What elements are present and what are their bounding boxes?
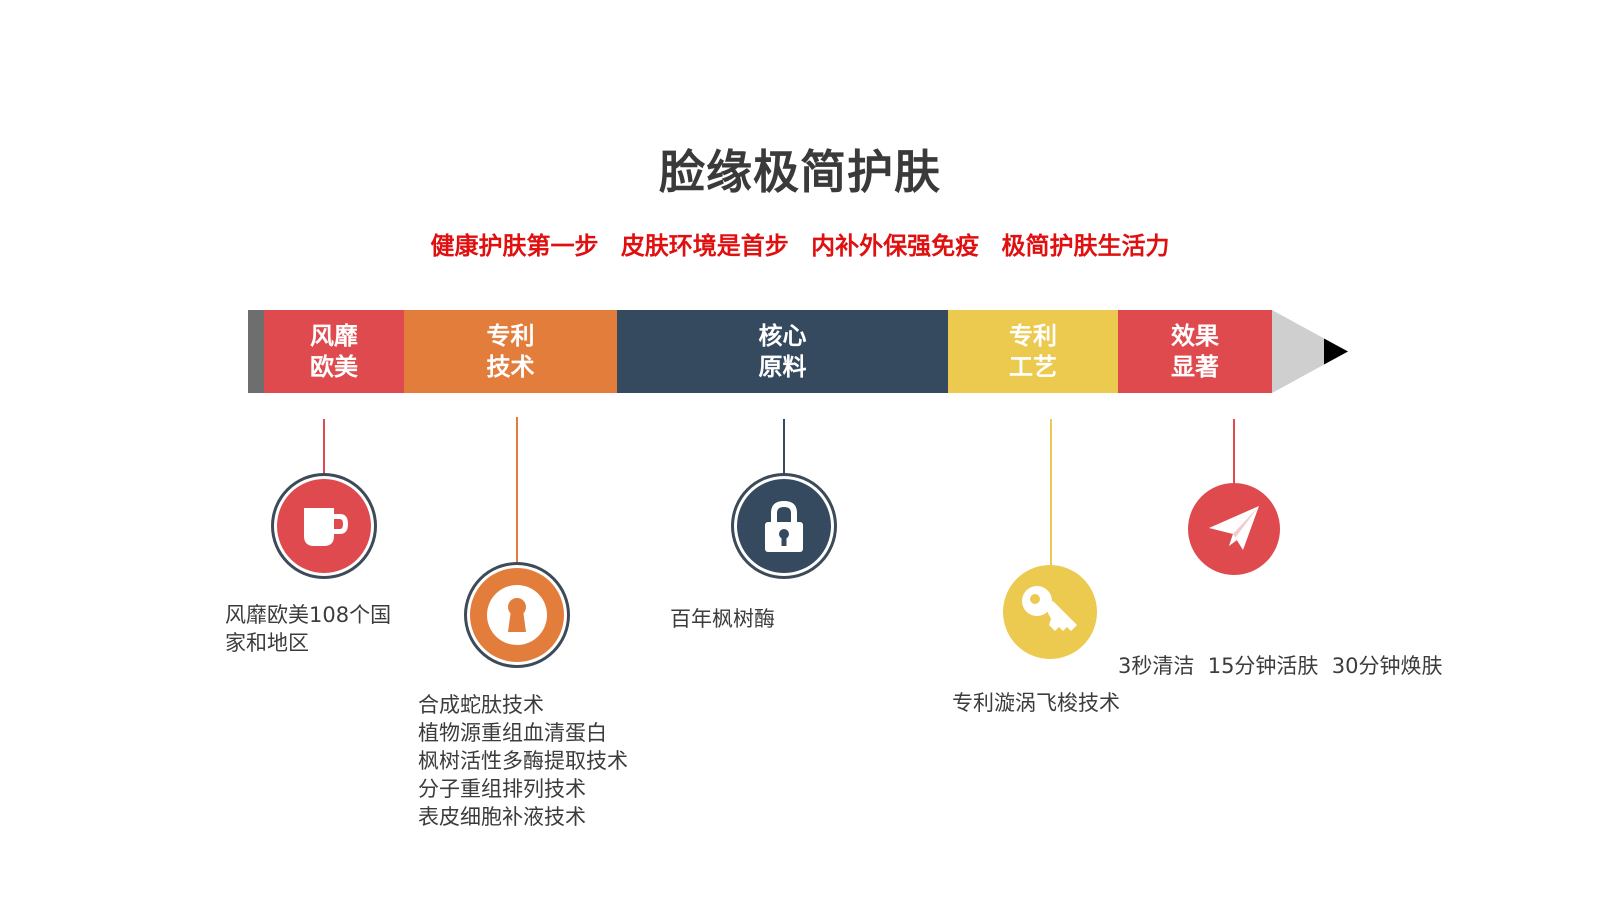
- keyhole-icon: [487, 585, 547, 645]
- desc-significant-effect: 3秒清洁 15分钟活肤 30分钟焕肤: [1118, 596, 1443, 708]
- segment-label-line: 核心: [758, 321, 807, 350]
- slogan-2: 皮肤环境是首步: [620, 232, 789, 260]
- slogan-4: 极简护肤生活力: [1001, 232, 1170, 260]
- slogan-row: 健康护肤第一步 皮肤环境是首步 内补外保强免疫 极简护肤生活力: [0, 226, 1600, 261]
- desc-line: 家和地区: [225, 631, 309, 655]
- desc-patent-process: 专利漩涡飞梭技术: [952, 689, 1120, 717]
- slogan-3: 内补外保强免疫: [811, 232, 980, 260]
- desc-patent-technology: 合成蛇肽技术 植物源重组血清蛋白 枫树活性多酶提取技术 分子重组排列技术 表皮细…: [418, 691, 628, 831]
- segment-popular-europe-america: 风靡 欧美: [264, 310, 404, 393]
- segment-label-line: 原料: [758, 352, 807, 381]
- desc-line: 百年枫树酶: [670, 607, 775, 631]
- desc-line: 专利漩涡飞梭技术: [952, 691, 1120, 715]
- desc-line: 分子重组排列技术: [418, 777, 586, 801]
- segment-label-line: 专利: [1009, 321, 1057, 350]
- segment-label-line: 风靡: [310, 321, 358, 350]
- segment-label-line: 工艺: [1009, 352, 1057, 381]
- desc-line: 植物源重组血清蛋白: [418, 721, 607, 745]
- paper-plane-circle: [1188, 483, 1280, 575]
- desc-line: 枫树活性多酶提取技术: [418, 749, 628, 773]
- desc-line: 表皮细胞补液技术: [418, 805, 586, 829]
- segment-label-line: 专利: [486, 321, 535, 350]
- segment-label-line: 效果: [1171, 321, 1219, 350]
- slogan-1: 健康护肤第一步: [430, 232, 599, 260]
- pencil-timeline: 风靡 欧美 专利 技术 核心 原料 专利 工艺 效果 显著: [248, 310, 1348, 393]
- connector-line: [783, 419, 785, 479]
- connector-line: [323, 419, 325, 479]
- cup-icon: [304, 508, 348, 546]
- key-icon: [1022, 586, 1077, 631]
- connector-line: [1050, 419, 1052, 565]
- key-circle: [1003, 565, 1097, 659]
- lock-circle: [737, 479, 831, 573]
- segment-patent-technology: 专利 技术: [404, 310, 617, 393]
- page-title: 脸缘极简护肤: [659, 145, 941, 199]
- desc-line: 风靡欧美108个国: [225, 603, 392, 627]
- connector-line: [516, 417, 518, 568]
- desc-core-ingredients: 百年枫树酶: [670, 605, 775, 633]
- pencil-tip: [1272, 310, 1348, 393]
- pencil-wood: [1272, 310, 1348, 393]
- segment-label-line: 欧美: [310, 352, 358, 381]
- segment-label-line: 技术: [486, 352, 535, 381]
- cup-circle: [277, 479, 371, 573]
- lock-icon: [765, 501, 803, 552]
- desc-line: 3秒清洁 15分钟活肤 30分钟焕肤: [1118, 654, 1443, 678]
- keyhole-circle: [470, 568, 564, 662]
- pencil-eraser: [248, 310, 264, 393]
- desc-popular: 风靡欧美108个国 家和地区: [225, 601, 391, 657]
- segment-label-line: 显著: [1171, 352, 1219, 381]
- desc-line: 合成蛇肽技术: [418, 693, 544, 717]
- pencil-lead: [1324, 338, 1348, 365]
- segment-patent-process: 专利 工艺: [948, 310, 1118, 393]
- segment-significant-effect: 效果 显著: [1118, 310, 1272, 393]
- segment-core-ingredients: 核心 原料: [617, 310, 948, 393]
- paper-plane-icon: [1209, 506, 1259, 550]
- connector-line: [1233, 419, 1235, 483]
